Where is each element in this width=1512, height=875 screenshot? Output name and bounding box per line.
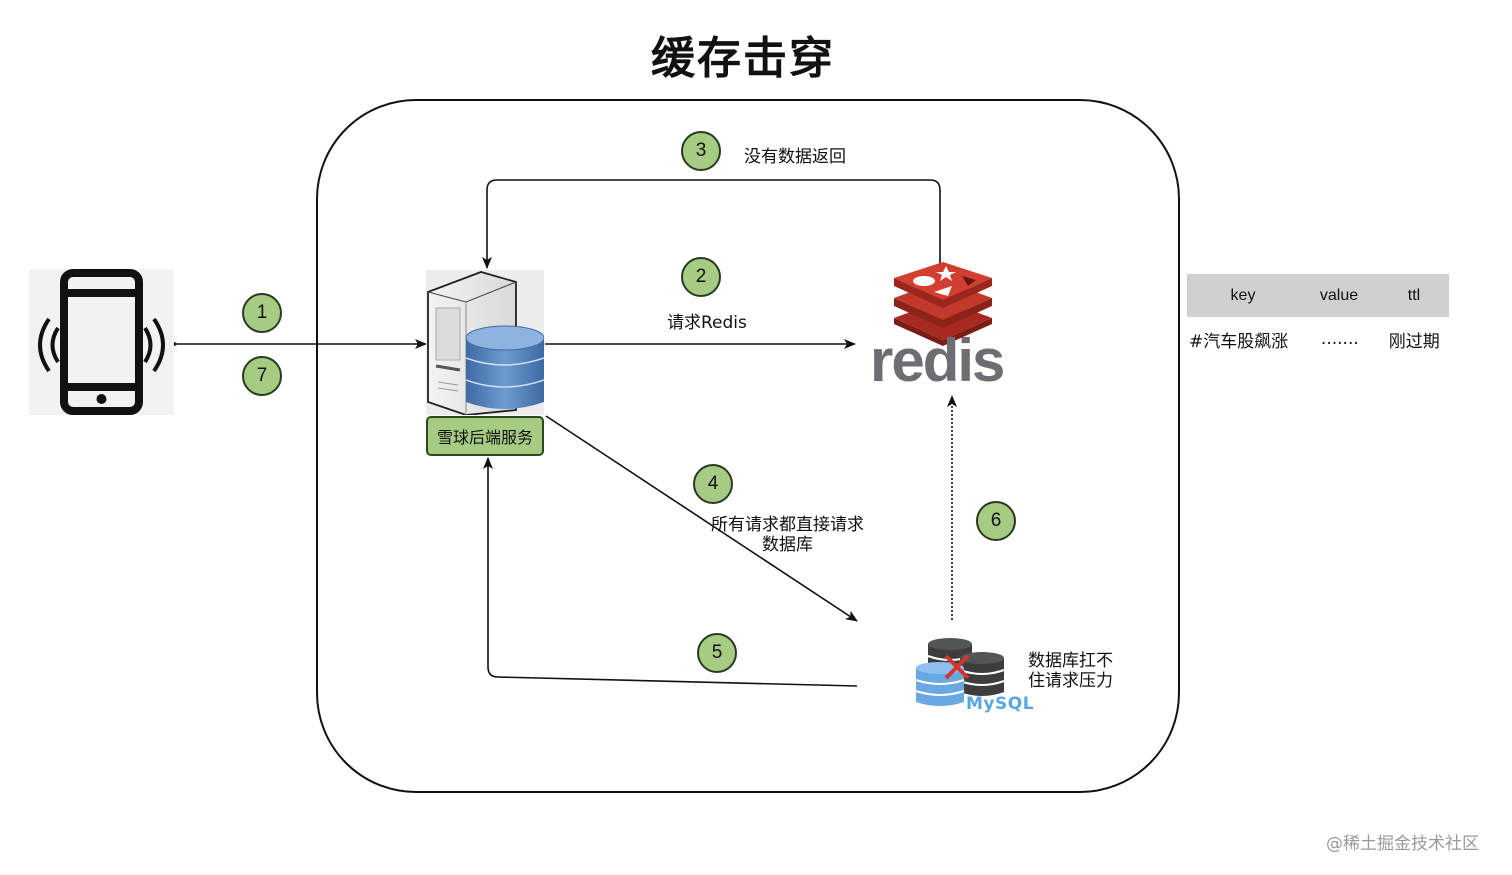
backend-node (426, 270, 545, 416)
header-value: value (1319, 286, 1359, 304)
server-database-icon (427, 271, 545, 416)
mysql-cluster-icon (915, 638, 1005, 706)
cell-value: ....... (1320, 329, 1359, 349)
system-boundary-frame (316, 99, 1180, 793)
arrow-backend-database (545, 415, 858, 622)
backend-service-label: 雪球后端服务 (426, 416, 544, 456)
table-row: #汽车股飙涨 ....... 刚过期 (1187, 317, 1449, 361)
step-badge-7: 7 (242, 356, 282, 396)
red-x-icon (944, 654, 970, 680)
cell-key: #汽车股飙涨 (1189, 331, 1289, 352)
table-header-row: key value ttl (1187, 274, 1449, 317)
database-cylinder-front (915, 662, 965, 706)
smartphone-icon (38, 269, 165, 415)
mysql-wordmark: MySQL (966, 694, 1035, 714)
step-label-4-line1: 所有请求都直接请求 (711, 515, 864, 535)
step-label-3: 没有数据返回 (744, 147, 846, 167)
diagram-title: 缓存击穿 (651, 33, 835, 84)
redis-wordmark: redis (870, 327, 1005, 394)
step-badge-4: 4 (693, 464, 733, 504)
step-badge-1: 1 (242, 293, 282, 333)
header-ttl: ttl (1407, 286, 1421, 304)
step-badge-5: 5 (697, 633, 737, 673)
header-key: key (1230, 286, 1256, 304)
cell-ttl: 刚过期 (1388, 331, 1440, 352)
step-badge-3: 3 (681, 131, 721, 171)
step-badge-6: 6 (976, 501, 1016, 541)
step-badge-2: 2 (681, 257, 721, 297)
database-note-line1: 数据库扛不 (1028, 651, 1113, 671)
database-note-line2: 住请求压力 (1028, 671, 1113, 691)
step-label-4-line2: 数据库 (762, 535, 813, 555)
cache-entry-table: key value ttl #汽车股飙涨 ....... 刚过期 (1187, 274, 1449, 361)
watermark: @稀土掘金技术社区 (1326, 834, 1479, 854)
step-label-2: 请求Redis (667, 313, 747, 333)
client-node (29, 269, 174, 415)
arrow-database-backend (483, 457, 858, 687)
redis-logo-icon (894, 262, 992, 346)
arrow-redis-backend (482, 179, 941, 269)
